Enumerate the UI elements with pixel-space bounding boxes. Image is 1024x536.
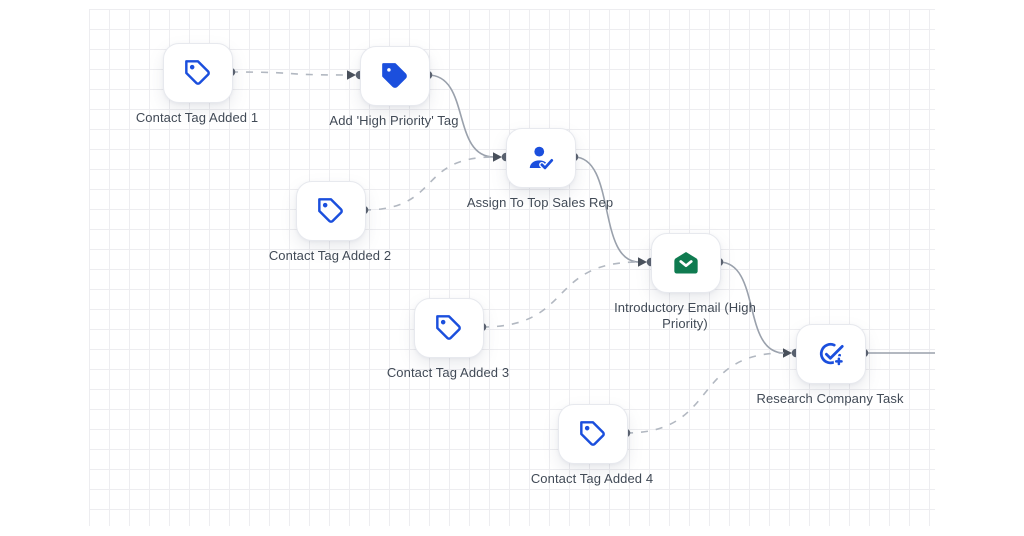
- tag-filled-icon: [381, 62, 409, 90]
- node-label-assign-to-top-sales-rep: Assign To Top Sales Rep: [466, 195, 614, 210]
- edge-assign-to-top-sales-rep-to-introductory-email-high-priority[interactable]: [573, 156, 640, 263]
- node-label-contact-tag-added-2: Contact Tag Added 2: [268, 248, 392, 263]
- node-label-contact-tag-added-3: Contact Tag Added 3: [386, 365, 510, 380]
- node-label-research-company-task: Research Company Task: [756, 391, 904, 406]
- node-contact-tag-added-4[interactable]: [558, 404, 628, 464]
- node-add-high-priority-tag[interactable]: [360, 46, 430, 106]
- node-contact-tag-added-1[interactable]: [163, 43, 233, 103]
- tag-outline-icon: [579, 420, 607, 448]
- node-contact-tag-added-2[interactable]: [296, 181, 366, 241]
- node-label-add-high-priority-tag: Add 'High Priority' Tag: [329, 113, 459, 128]
- task-add-icon: [816, 339, 846, 369]
- edge-contact-tag-added-1-to-add-high-priority-tag[interactable]: [230, 71, 349, 76]
- tag-outline-icon: [184, 59, 212, 87]
- tag-outline-icon: [435, 314, 463, 342]
- edge-introductory-email-high-priority-to-research-company-task[interactable]: [718, 261, 785, 354]
- node-contact-tag-added-3[interactable]: [414, 298, 484, 358]
- edge-arrowhead-icon: [638, 257, 647, 267]
- node-label-contact-tag-added-1: Contact Tag Added 1: [135, 110, 259, 125]
- email-open-icon: [672, 249, 700, 277]
- edge-arrowhead-icon: [493, 152, 502, 162]
- node-label-contact-tag-added-4: Contact Tag Added 4: [530, 471, 654, 486]
- edge-contact-tag-added-3-to-introductory-email-high-priority[interactable]: [481, 261, 640, 328]
- edge-arrowhead-icon: [783, 348, 792, 358]
- edge-contact-tag-added-2-to-assign-to-top-sales-rep[interactable]: [363, 156, 495, 211]
- tag-outline-icon: [317, 197, 345, 225]
- node-introductory-email-high-priority[interactable]: [651, 233, 721, 293]
- node-research-company-task[interactable]: [796, 324, 866, 384]
- edge-add-high-priority-tag-to-assign-to-top-sales-rep[interactable]: [427, 74, 495, 158]
- node-label-introductory-email-high-priority: Introductory Email (High Priority): [614, 300, 756, 331]
- edge-arrowhead-icon: [347, 70, 356, 80]
- edge-contact-tag-added-4-to-research-company-task[interactable]: [625, 352, 785, 434]
- user-check-icon: [526, 143, 556, 173]
- node-assign-to-top-sales-rep[interactable]: [506, 128, 576, 188]
